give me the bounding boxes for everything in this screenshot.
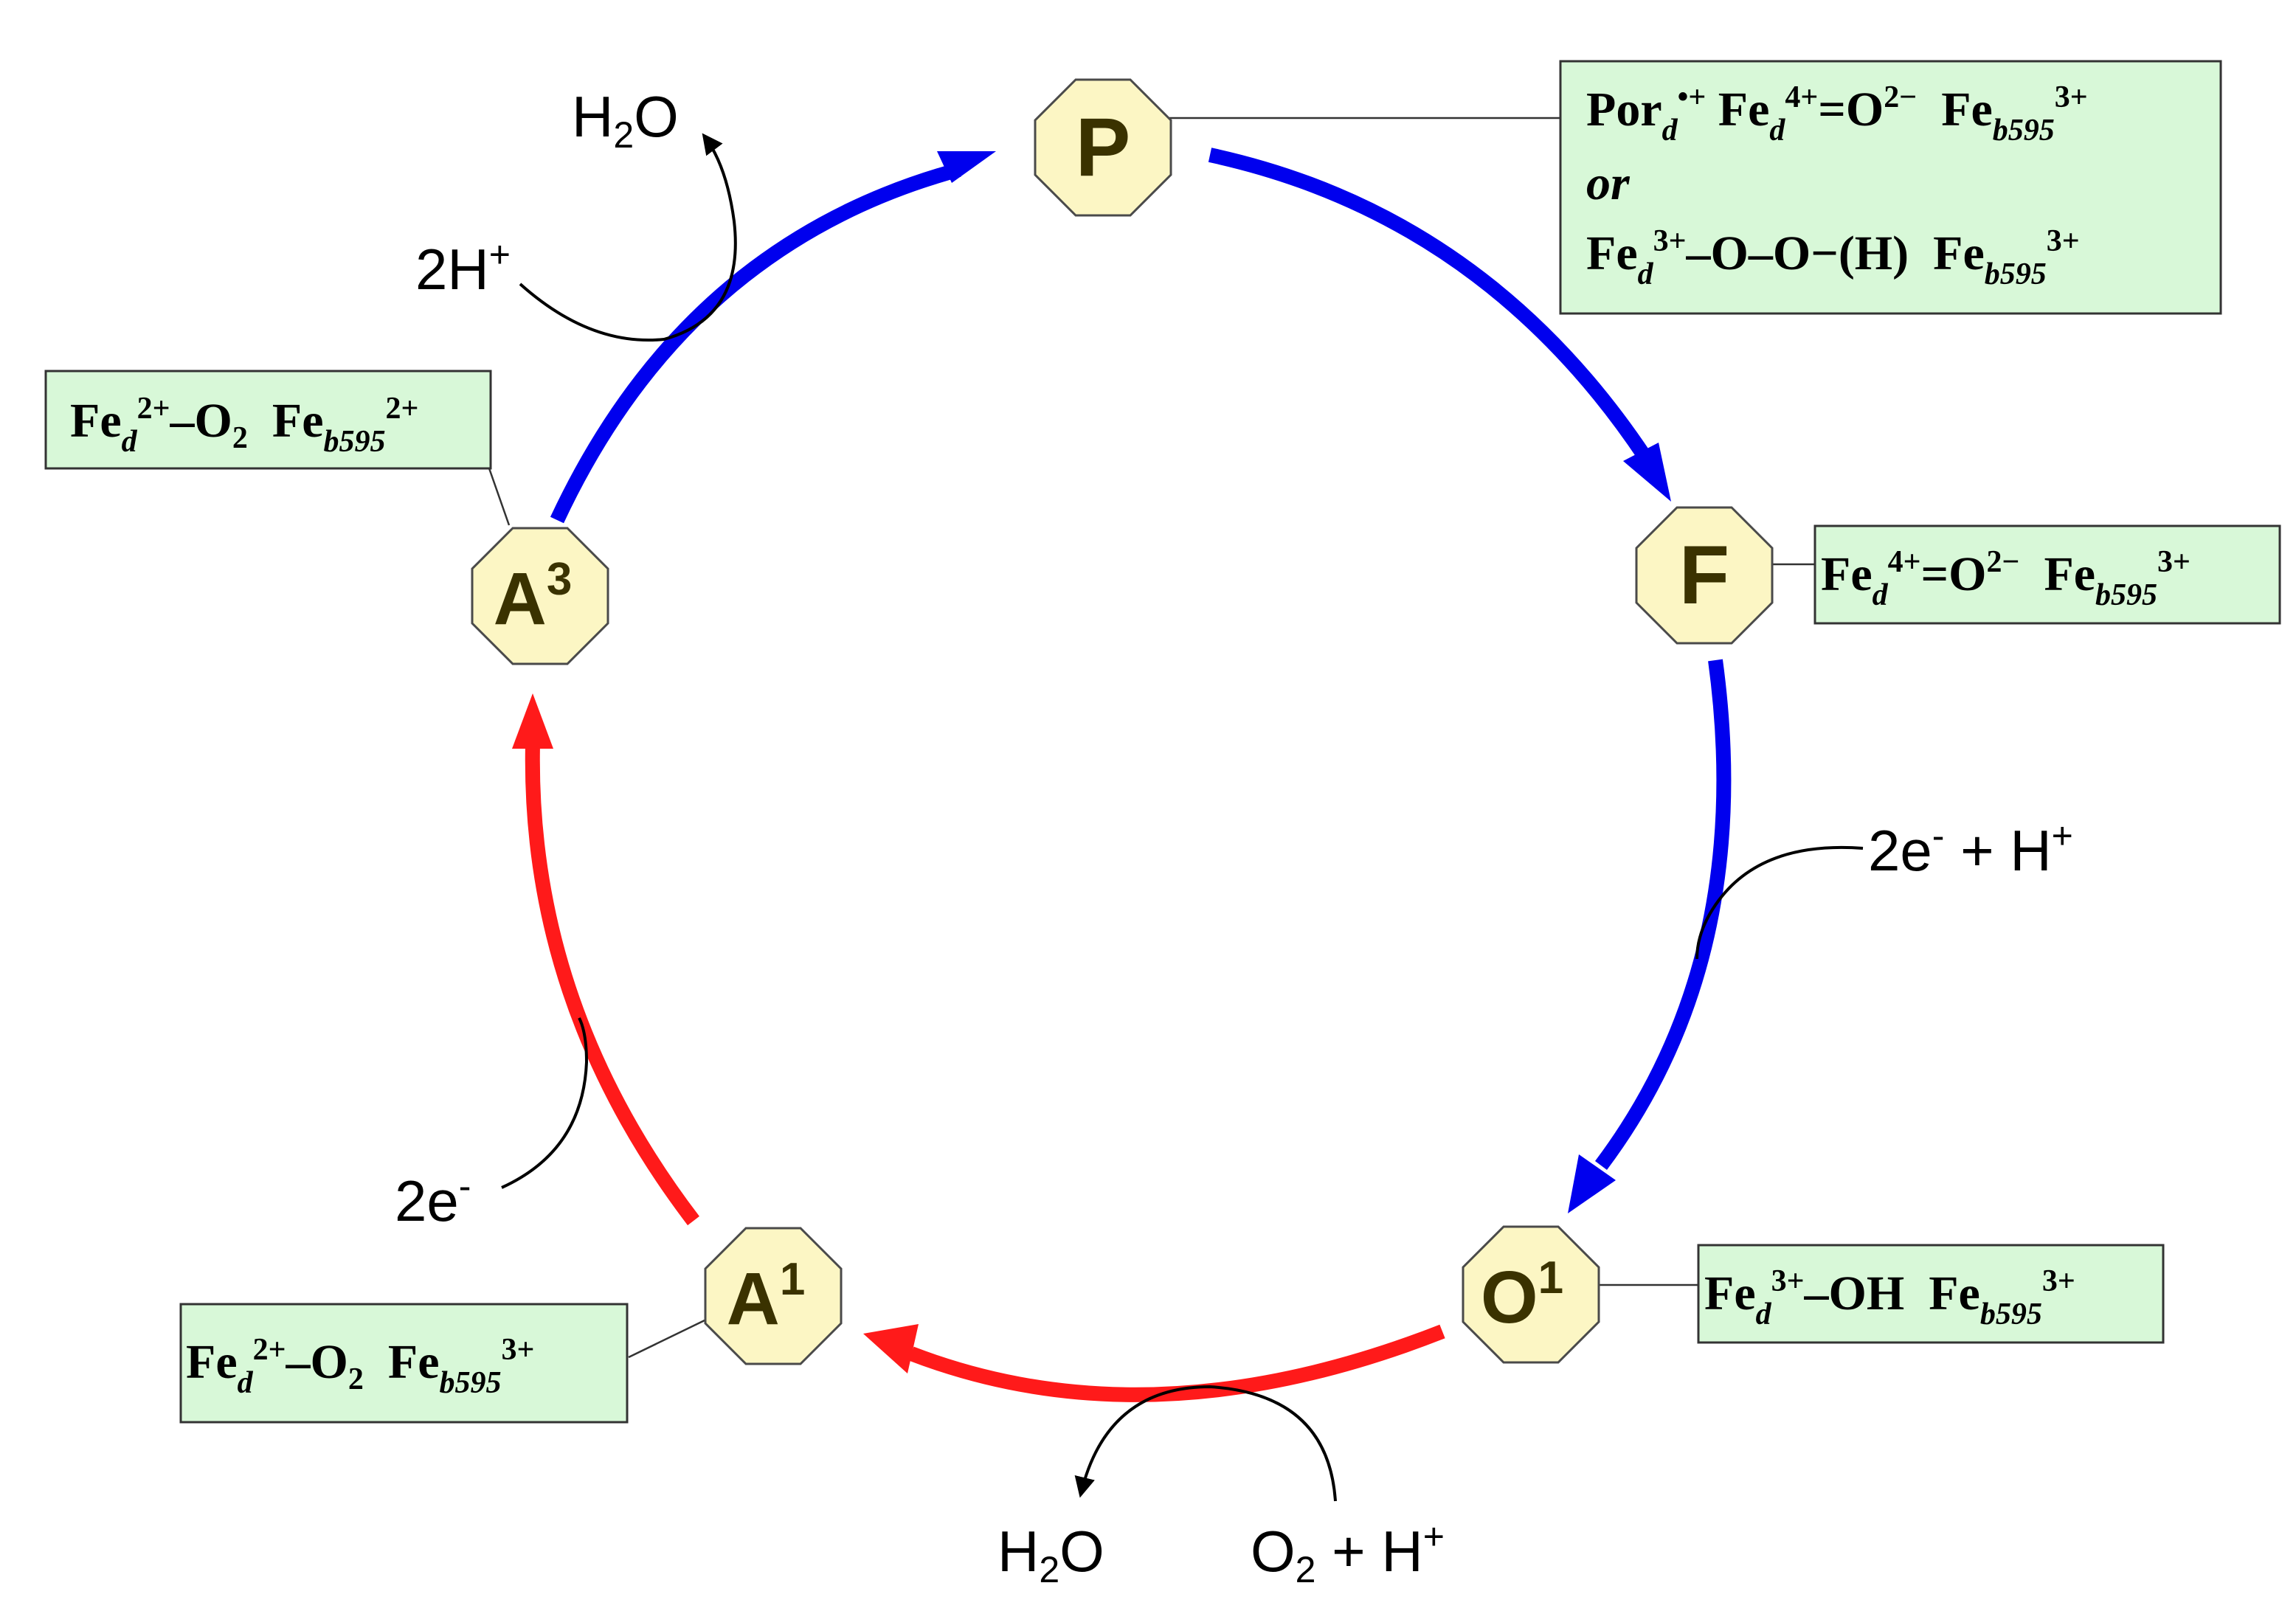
box-o1: Fed3+–OH Feb5953+	[1697, 1244, 2165, 1344]
node-a3: A3	[471, 527, 609, 665]
svg-text:A1: A1	[727, 1254, 806, 1340]
svg-text:A3: A3	[494, 554, 573, 640]
box-a3: Fed2+–O2 Feb5952+	[44, 370, 492, 470]
arrowhead-a1-to-a3	[512, 693, 553, 749]
box-p: Pord•+ Fed4+=O2− Feb5953+ or Fed3+–O–O−(…	[1559, 60, 2222, 315]
curve-2e	[501, 1017, 589, 1189]
connector-a3	[488, 468, 511, 526]
svg-text:O1: O1	[1481, 1253, 1563, 1339]
svg-text:F: F	[1679, 529, 1729, 621]
label-h2o-top: H2O	[572, 84, 679, 156]
box-o1-text: Fed3+–OH Feb5953+	[1704, 1264, 2075, 1331]
cycle-arrows	[512, 148, 1732, 1402]
connector-lines	[488, 117, 1815, 1359]
box-a3-text: Fed2+–O2 Feb5952+	[70, 392, 418, 459]
box-p-line1: Pord•+ Fed4+=O2− Feb5953+	[1586, 80, 2088, 148]
state-nodes: P F O1 A1 A3	[471, 78, 1774, 1365]
node-f: F	[1635, 506, 1774, 645]
side-reaction-arrows	[501, 133, 1864, 1502]
arrowhead-a3-to-p	[937, 151, 996, 183]
arrow-f-to-o1	[1594, 659, 1732, 1170]
label-o2-h-plus: O2 + H+	[1251, 1516, 1445, 1590]
arrow-a1-to-a3	[525, 744, 699, 1226]
node-o1: O1	[1462, 1225, 1600, 1364]
svg-text:P: P	[1076, 101, 1131, 193]
box-a1: Fed2+–O2 Feb5953+	[179, 1303, 629, 1424]
label-2h-plus: 2H+	[415, 234, 511, 302]
arrowhead-p-to-f	[1623, 443, 1671, 502]
box-f: Fed4+=O2− Feb5953+	[1813, 524, 2281, 625]
node-a1: A1	[704, 1227, 843, 1365]
arrow-a3-to-p	[550, 162, 961, 524]
node-p: P	[1034, 78, 1172, 217]
arrowhead-o1-to-a1	[863, 1324, 919, 1373]
label-h2o-bottom: H2O	[997, 1519, 1104, 1590]
curve-2e-h	[1695, 845, 1864, 960]
info-boxes: Pord•+ Fed4+=O2− Feb5953+ or Fed3+–O–O−(…	[44, 60, 2281, 1424]
box-p-line3: Fed3+–O–O−(H) Feb5953+	[1586, 224, 2080, 291]
box-f-text: Fed4+=O2− Feb5953+	[1821, 545, 2190, 612]
arrowhead-f-to-o1	[1568, 1154, 1616, 1213]
label-2e: 2e-	[395, 1165, 471, 1233]
reagent-labels: H2O 2H+ 2e- + H+ 2e- H2O O2 + H+	[395, 84, 2073, 1590]
arrow-o1-to-a1	[908, 1324, 1445, 1402]
connector-a1	[628, 1319, 705, 1359]
box-p-or: or	[1586, 156, 1631, 210]
arrow-p-to-f	[1208, 148, 1652, 462]
curve-2h-to-h2o	[519, 133, 737, 342]
box-a1-text: Fed2+–O2 Feb5953+	[186, 1333, 534, 1400]
label-2e-h-plus: 2e- + H+	[1868, 815, 2073, 883]
curve-o2-to-h2o	[1074, 1385, 1337, 1502]
